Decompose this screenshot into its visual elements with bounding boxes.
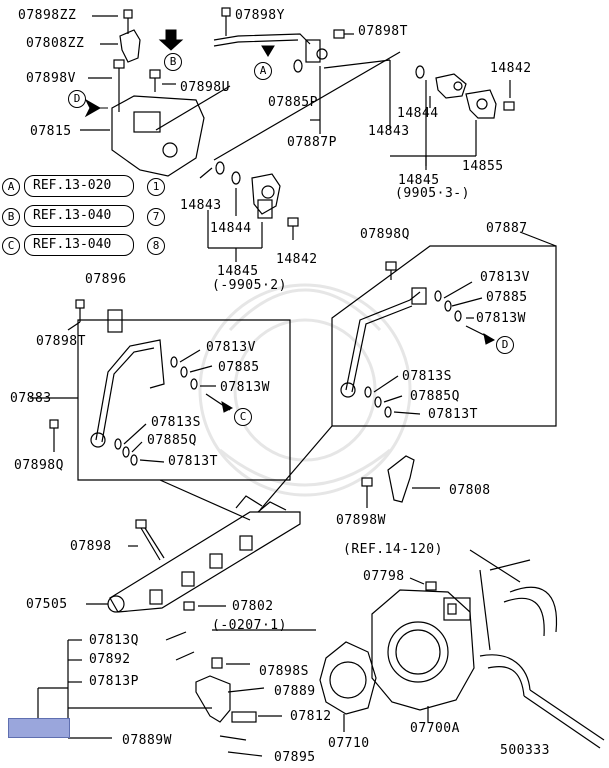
part-label-14842-b: 14842 — [276, 252, 318, 267]
part-label-07813q: 07813Q — [89, 633, 139, 648]
leader-box-left — [159, 479, 251, 521]
part-label-07812: 07812 — [290, 709, 332, 724]
throttle-body — [371, 549, 605, 749]
fuel-pipe-top — [213, 51, 401, 161]
part-label-07898w: 07898W — [336, 513, 386, 528]
part-label-07898t-b: 07898T — [36, 334, 86, 349]
part-label-07898q-b: 07898Q — [14, 458, 64, 473]
part-label-07885p: 07885P — [268, 95, 318, 110]
part-label-14842-a: 14842 — [490, 61, 532, 76]
part-label-07898u: 07898U — [180, 80, 230, 95]
detail-box-07887 — [331, 231, 557, 427]
ref-num-a: 1 — [147, 178, 165, 196]
ref-text-c: REF.13-040 — [33, 237, 112, 252]
arrow-d2 — [483, 332, 496, 345]
part-label-07898v: 07898V — [26, 71, 76, 86]
part-label-07813v-b: 07813V — [206, 340, 256, 355]
part-label-07808zz: 07808ZZ — [26, 36, 85, 51]
callout-c: C — [234, 408, 252, 426]
callout-d-right: D — [496, 336, 514, 354]
part-label-07802: 07802 — [232, 599, 274, 614]
injector-parts — [37, 629, 316, 757]
arrow-b1 — [158, 29, 184, 51]
part-label-07813t-b: 07813T — [168, 454, 218, 469]
top-assembly — [80, 7, 515, 177]
part-label-07898s: 07898S — [259, 664, 309, 679]
part-label-07710: 07710 — [328, 736, 370, 751]
arrow-c1 — [221, 400, 234, 413]
part-label-07798: 07798 — [363, 569, 405, 584]
part-label-07898: 07898 — [70, 539, 112, 554]
part-label-07813t-a: 07813T — [428, 407, 478, 422]
part-label-14845-a: 14845 — [398, 173, 440, 188]
part-label-07898t-a: 07898T — [358, 24, 408, 39]
fuel-rail — [86, 495, 301, 613]
arrow-a1 — [261, 45, 275, 57]
callout-a: A — [254, 62, 272, 80]
part-label-07813w-b: 07813W — [220, 380, 270, 395]
part-label-07885-a: 07885 — [486, 290, 528, 305]
bracket-07808 — [361, 455, 440, 508]
part-label-07808: 07808 — [449, 483, 491, 498]
sensor-mid — [199, 161, 299, 262]
callout-b: B — [164, 53, 182, 71]
part-label-07815: 07815 — [30, 124, 72, 139]
selection-highlight[interactable] — [8, 718, 70, 738]
part-label-07898y: 07898Y — [235, 8, 285, 23]
part-label-07885-b: 07885 — [218, 360, 260, 375]
part-label-07813w-a: 07813W — [476, 311, 526, 326]
part-label-500333: 500333 — [500, 743, 550, 758]
ref-letter-c: C — [2, 237, 20, 255]
part-label-07700a: 07700A — [410, 721, 460, 736]
part-label-07885q-b: 07885Q — [147, 433, 197, 448]
part-label-07813v-a: 07813V — [480, 270, 530, 285]
watermark-emblem — [198, 283, 412, 497]
part-label-07813s-b: 07813S — [151, 415, 201, 430]
ref-num-c: 8 — [147, 237, 165, 255]
part-label-07896: 07896 — [85, 272, 127, 287]
part-label-14845-b: 14845 — [217, 264, 259, 279]
ref-letter-a: A — [2, 178, 20, 196]
part-label-07898q-a: 07898Q — [360, 227, 410, 242]
part-label-07892: 07892 — [89, 652, 131, 667]
arrows — [84, 29, 496, 413]
part-label-14844-b: 14844 — [210, 221, 252, 236]
part-label-9905-2: (-9905·2) — [212, 278, 287, 293]
part-label-0207-1: (-0207·1) — [212, 618, 287, 633]
part-label-07895: 07895 — [274, 750, 316, 765]
part-label-07889w: 07889W — [122, 733, 172, 748]
ref-num-b: 7 — [147, 208, 165, 226]
part-label-07813p: 07813P — [89, 674, 139, 689]
part-label-07887: 07887 — [486, 221, 528, 236]
part-label-07898zz: 07898ZZ — [18, 8, 77, 23]
part-label-14855: 14855 — [462, 159, 504, 174]
ref-letter-b: B — [2, 208, 20, 226]
part-label-07885q-a: 07885Q — [410, 389, 460, 404]
part-label-14843-a: 14843 — [368, 124, 410, 139]
leader-box-right — [259, 425, 333, 511]
ref-text-b: REF.13-040 — [33, 208, 112, 223]
part-label-07813s-a: 07813S — [402, 369, 452, 384]
ref-text-a: REF.13-020 — [33, 178, 112, 193]
part-label-14843-b: 14843 — [180, 198, 222, 213]
gasket-07710 — [319, 641, 377, 732]
part-label-07883: 07883 — [10, 391, 52, 406]
part-label-14844-a: 14844 — [397, 106, 439, 121]
part-label-07889: 07889 — [274, 684, 316, 699]
part-label-07505: 07505 — [26, 597, 68, 612]
part-label-07887p: 07887P — [287, 135, 337, 150]
callout-d-top: D — [68, 90, 86, 108]
part-label-9905-3: (9905·3-) — [395, 186, 470, 201]
part-label-ref14120: (REF.14-120) — [343, 542, 443, 557]
